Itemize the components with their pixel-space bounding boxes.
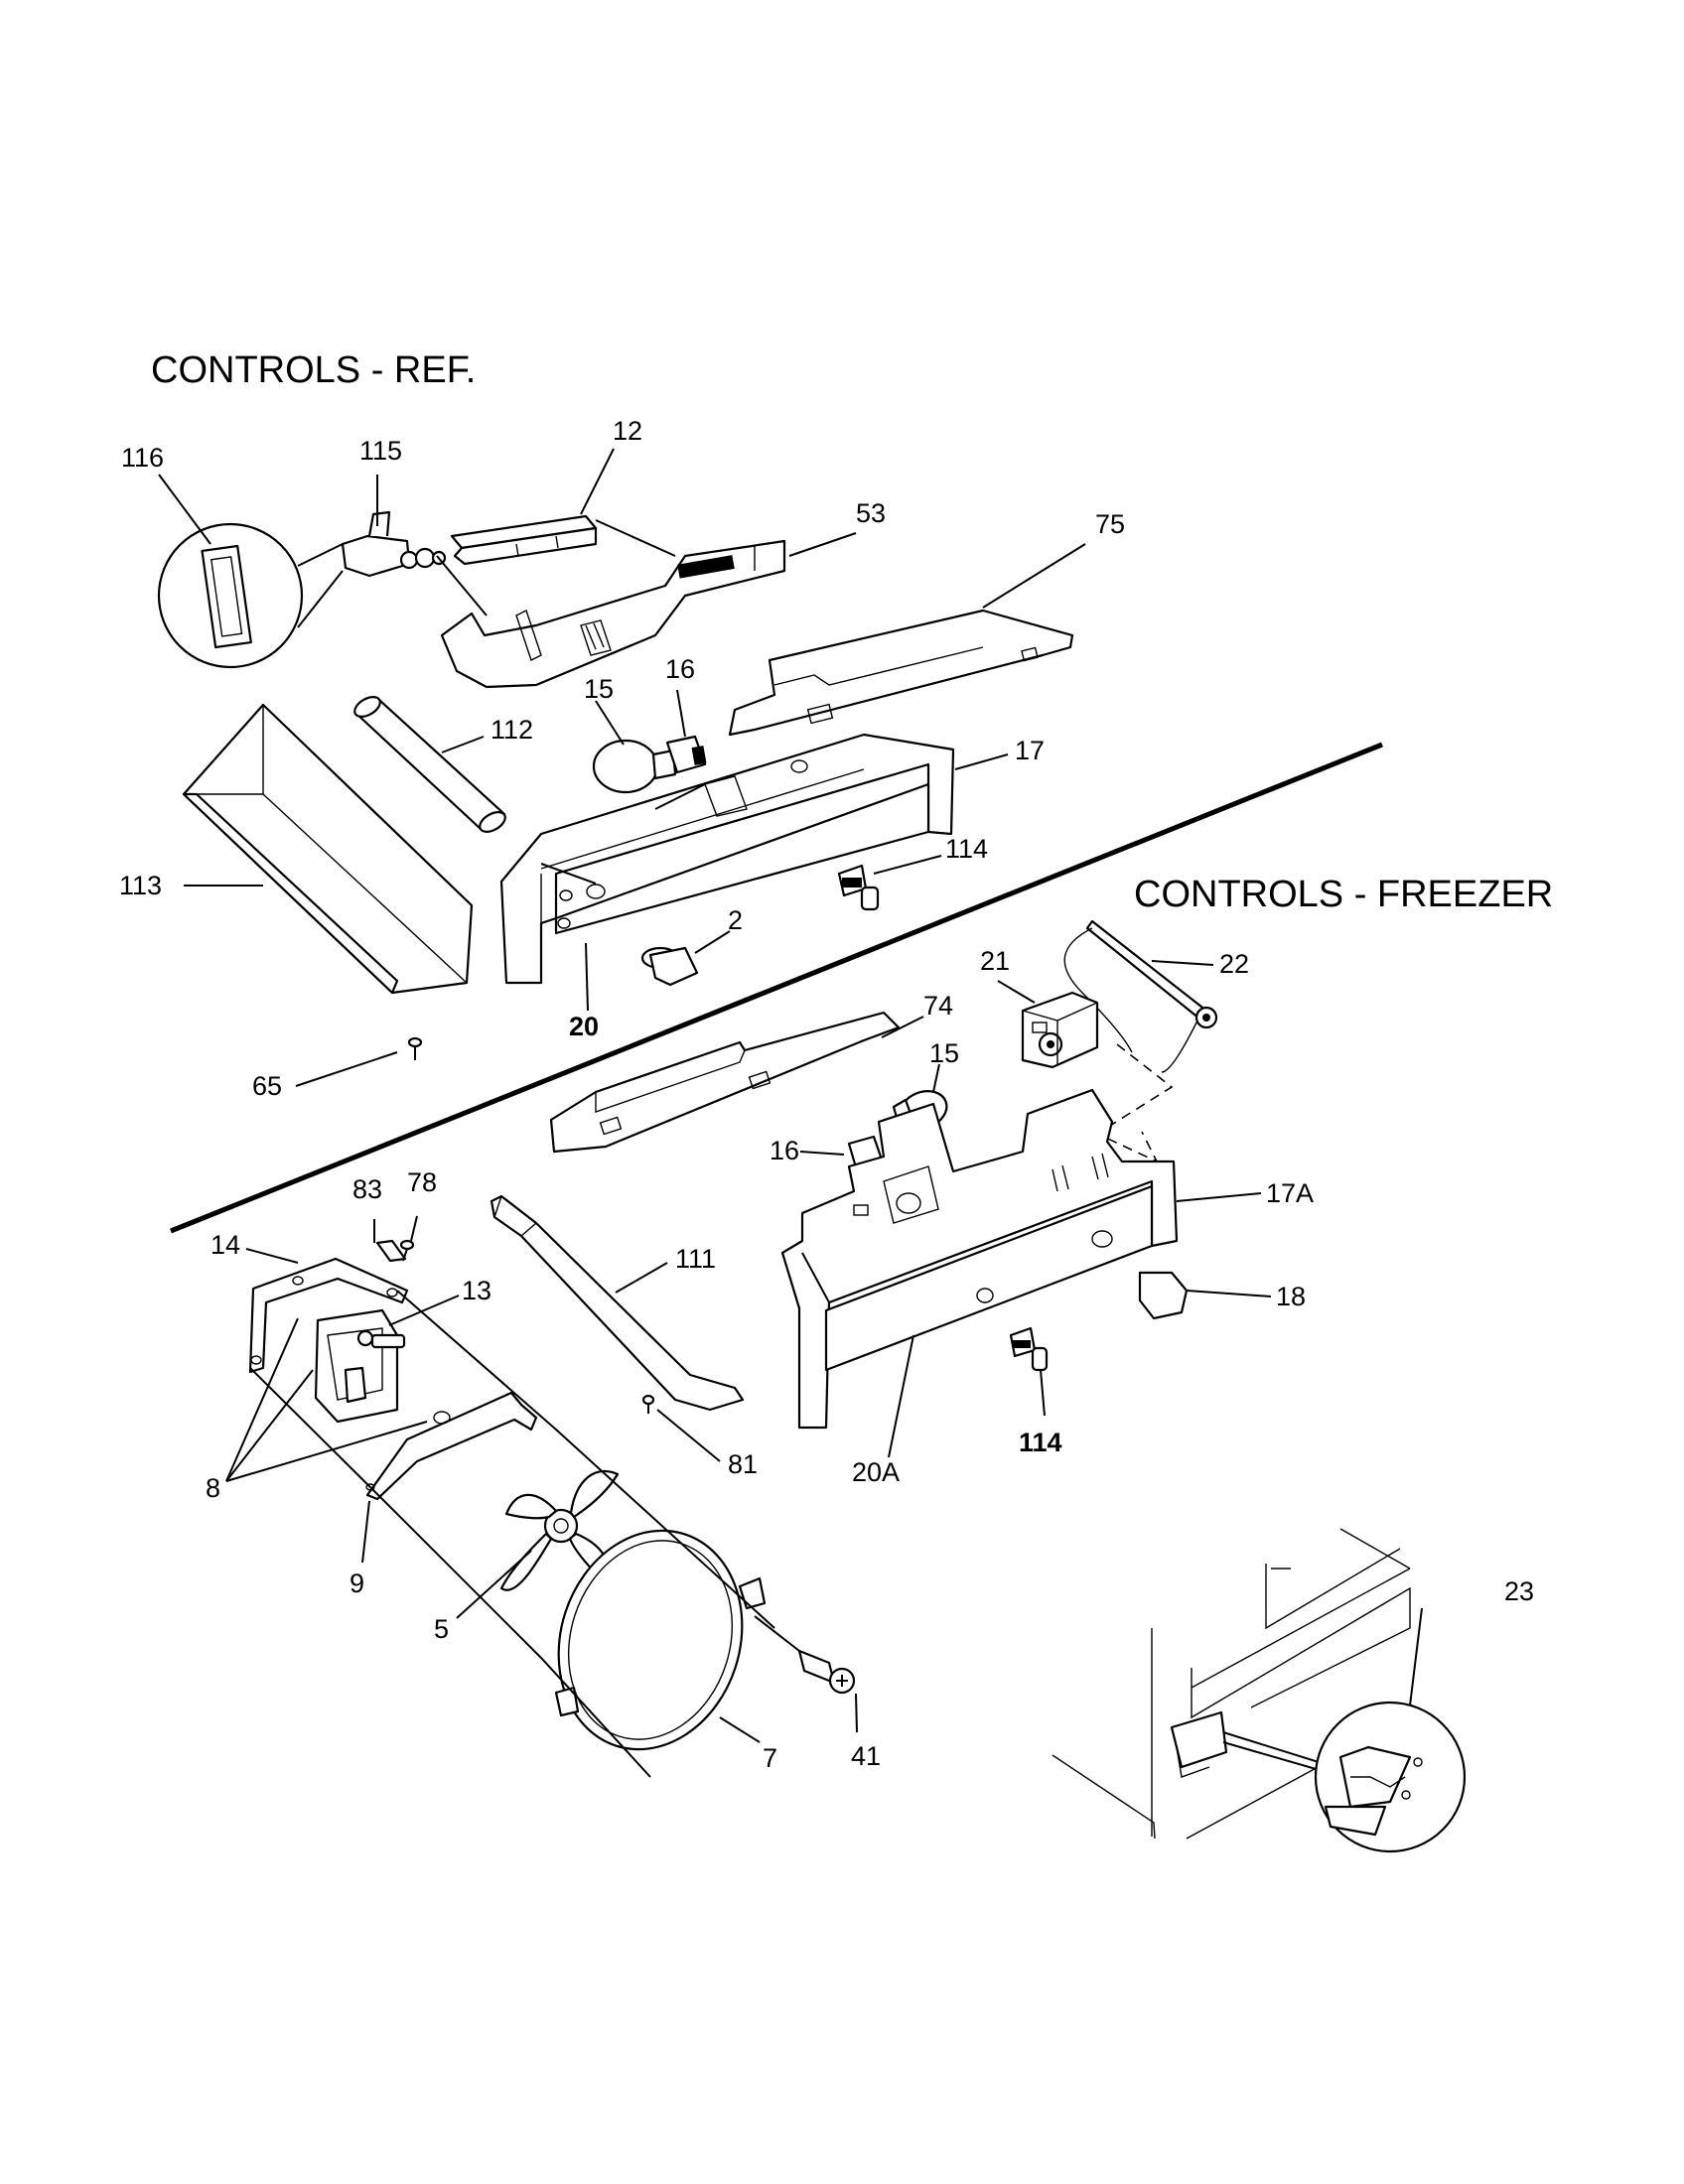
leader-lines xyxy=(158,448,1272,1743)
label-12: 12 xyxy=(613,416,642,446)
label-13: 13 xyxy=(462,1276,491,1305)
part-16-socket-ref xyxy=(665,735,707,774)
part-18-knob xyxy=(1138,1271,1189,1320)
part-9-bracket xyxy=(365,1391,538,1501)
label-16-freezer: 16 xyxy=(770,1136,799,1165)
label-116: 116 xyxy=(121,443,164,473)
label-53: 53 xyxy=(856,498,886,528)
label-41: 41 xyxy=(851,1741,881,1771)
label-74: 74 xyxy=(923,991,953,1021)
part-2-knob xyxy=(640,946,699,987)
label-20: 20 xyxy=(569,1012,599,1041)
label-2: 2 xyxy=(728,905,743,935)
label-65: 65 xyxy=(252,1071,282,1101)
part-14-fan-bracket xyxy=(248,1257,409,1374)
label-17A: 17A xyxy=(1266,1178,1314,1208)
title-controls-freezer: CONTROLS - FREEZER xyxy=(1134,874,1553,915)
label-113: 113 xyxy=(119,871,162,900)
part-116-gasket-detail xyxy=(157,522,344,669)
label-114-ref: 114 xyxy=(945,834,988,864)
part-65-screw xyxy=(407,1036,423,1060)
label-75: 75 xyxy=(1095,509,1125,539)
section-divider xyxy=(170,742,1383,1234)
label-111: 111 xyxy=(675,1244,716,1274)
part-83-clip xyxy=(375,1239,407,1263)
part-81-screw xyxy=(641,1394,655,1414)
part-5-fan-blade xyxy=(499,1469,620,1591)
part-22-sensor-rod xyxy=(1063,919,1218,1073)
label-21: 21 xyxy=(980,946,1010,976)
part-74-plate xyxy=(549,1011,901,1154)
label-114-freezer: 114 xyxy=(1019,1428,1062,1457)
label-9: 9 xyxy=(350,1569,364,1598)
title-controls-ref: CONTROLS - REF. xyxy=(151,349,476,391)
label-18: 18 xyxy=(1276,1282,1306,1311)
part-12-cover xyxy=(450,514,598,566)
part-17-control-box-ref xyxy=(499,733,955,985)
part-53-housing xyxy=(436,519,786,689)
label-17: 17 xyxy=(1015,736,1045,765)
part-75-plate xyxy=(728,609,1074,737)
part-41-screw xyxy=(797,1649,856,1695)
part-78-screw xyxy=(399,1239,415,1262)
part-number-labels: 116 115 12 53 75 112 15 16 17 113 114 2 … xyxy=(119,416,1534,1773)
explode-line-2 xyxy=(249,1367,651,1778)
label-15-ref: 15 xyxy=(584,674,614,704)
label-16-ref: 16 xyxy=(665,654,695,684)
part-113-trough xyxy=(182,703,474,995)
label-83: 83 xyxy=(352,1174,382,1204)
part-21-thermostat xyxy=(1021,991,1099,1069)
label-8: 8 xyxy=(206,1473,220,1503)
explode-line-3 xyxy=(754,1615,800,1652)
label-115: 115 xyxy=(359,436,402,466)
label-81: 81 xyxy=(728,1449,758,1479)
label-5: 5 xyxy=(434,1614,449,1644)
part-114-connector-freezer xyxy=(1009,1326,1049,1372)
part-13-fan-motor xyxy=(314,1308,406,1424)
label-22: 22 xyxy=(1219,949,1249,979)
label-78: 78 xyxy=(407,1167,437,1197)
part-15-bulb-ref xyxy=(592,739,677,794)
part-112-rod xyxy=(353,696,506,833)
explode-line-1 xyxy=(396,1290,775,1629)
part-115-switch xyxy=(341,510,447,578)
label-23: 23 xyxy=(1504,1576,1534,1606)
label-20A: 20A xyxy=(852,1457,900,1487)
label-112: 112 xyxy=(491,715,533,745)
part-111-bracket xyxy=(490,1194,745,1412)
part-23-cabinet-detail xyxy=(1052,1528,1467,1853)
label-15-freezer: 15 xyxy=(929,1038,959,1068)
label-14: 14 xyxy=(210,1230,240,1260)
part-17A-control-box-freezer xyxy=(780,1088,1179,1430)
label-7: 7 xyxy=(763,1743,777,1773)
part-114-connector-ref xyxy=(837,864,880,911)
part-7-ring xyxy=(554,1529,767,1751)
